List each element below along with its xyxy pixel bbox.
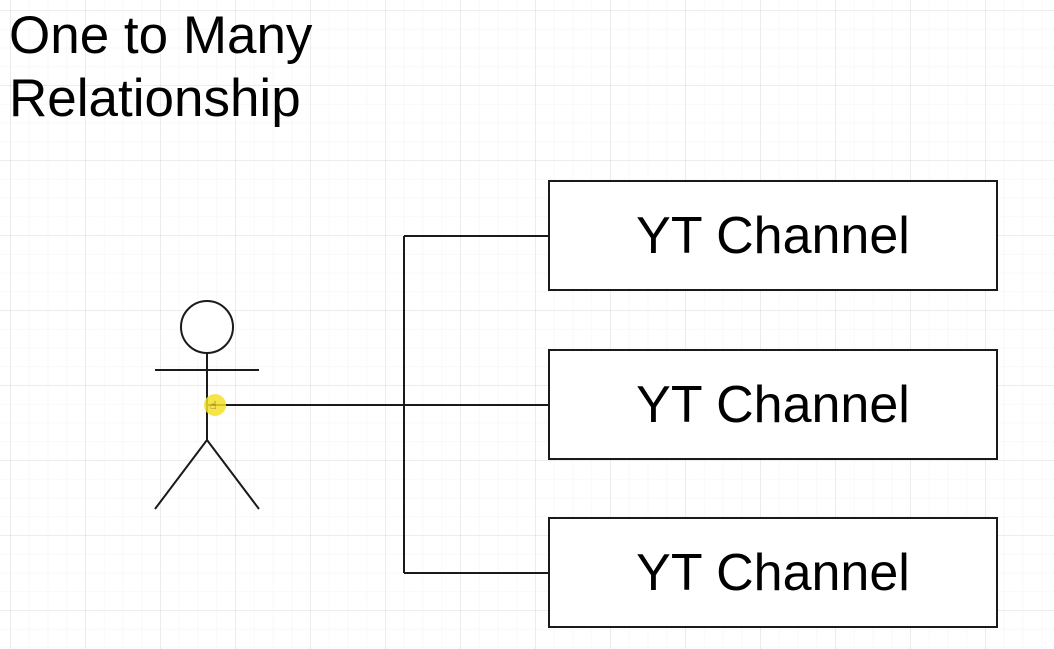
title-line-2: Relationship <box>9 69 301 128</box>
title-line-1: One to Many <box>9 6 313 65</box>
entity-box-yt-channel-3[interactable]: YT Channel <box>548 517 998 628</box>
connector-lines <box>207 235 548 574</box>
entity-label: YT Channel <box>636 543 910 602</box>
hand-pointer-icon: ☝ <box>210 399 217 412</box>
entity-box-yt-channel-1[interactable]: YT Channel <box>548 180 998 291</box>
diagram-title[interactable]: One to Many Relationship <box>9 4 312 130</box>
entity-box-yt-channel-2[interactable]: YT Channel <box>548 349 998 460</box>
actor-right-leg <box>206 439 260 510</box>
entity-label: YT Channel <box>636 206 910 265</box>
entity-label: YT Channel <box>636 375 910 434</box>
mouse-cursor-highlight: ☝ <box>204 394 226 416</box>
actor-left-leg <box>154 439 208 510</box>
actor-head <box>180 300 234 354</box>
